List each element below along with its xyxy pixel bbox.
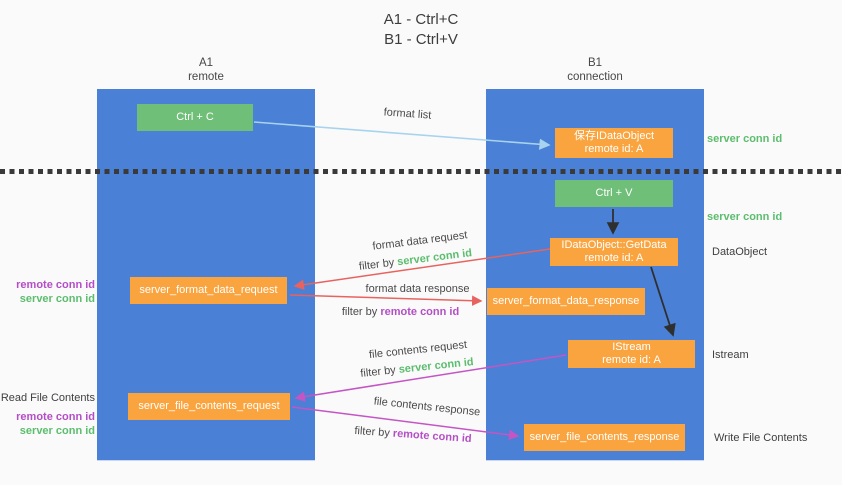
node-server-format-data-request-label: server_format_data_request: [139, 284, 278, 296]
annotation-istream: Istream: [712, 349, 749, 361]
annotation-server-conn-id-file: server conn id: [19, 425, 95, 437]
node-server-file-contents-request-label: server_file_contents_request: [138, 400, 280, 412]
node-istream-line2: remote id: A: [602, 354, 661, 366]
edge-label-file-contents-response-filter: filter by remote conn id: [333, 423, 493, 446]
node-server-file-contents-response-label: server_file_contents_response: [529, 431, 680, 443]
annotation-server-conn-id-format: server conn id: [19, 293, 95, 305]
annotation-server-conn-id-top: server conn id: [707, 133, 783, 145]
lane-left-header: A1 remote: [97, 56, 315, 84]
node-idataobject-getdata-line1: IDataObject::GetData: [561, 239, 667, 251]
edge-label-format-data-response-filter: filter by remote conn id: [333, 306, 468, 318]
lane-left-name: A1: [198, 57, 214, 69]
filter-by-text: filter by: [354, 424, 394, 440]
lane-left-role: remote: [188, 71, 224, 83]
diagram-title: A1 - Ctrl+C B1 - Ctrl+V: [0, 10, 842, 50]
server-conn-id-key: server conn id: [398, 356, 475, 376]
annotation-remote-conn-id-format: remote conn id: [16, 279, 95, 291]
node-ctrl-c-label: Ctrl + C: [176, 111, 214, 123]
diagram-title-line1: A1 - Ctrl+C: [383, 11, 459, 28]
edge-label-format-data-response: format data response: [365, 283, 470, 295]
filter-by-text: filter by: [359, 363, 400, 380]
annotation-dataobject: DataObject: [712, 246, 768, 258]
node-save-idataobject: 保存IDataObject remote id: A: [555, 128, 673, 158]
node-idataobject-getdata-line2: remote id: A: [584, 252, 644, 264]
node-server-format-data-response-label: server_format_data_response: [492, 295, 640, 307]
filter-by-text: filter by: [341, 306, 381, 318]
node-server-file-contents-request: server_file_contents_request: [128, 393, 290, 420]
edge-label-file-contents-response: file contents response: [373, 395, 481, 419]
diagram-title-line2: B1 - Ctrl+V: [384, 31, 458, 48]
annotation-server-conn-id-mid: server conn id: [707, 211, 783, 223]
node-save-idataobject-line2: remote id: A: [584, 143, 644, 155]
node-server-format-data-request: server_format_data_request: [130, 277, 287, 304]
edge-label-format-list: format list: [383, 106, 432, 122]
node-save-idataobject-line1: 保存IDataObject: [573, 130, 655, 142]
node-istream: IStream remote id: A: [568, 340, 695, 368]
lane-right-name: B1: [587, 57, 603, 69]
remote-conn-id-key: remote conn id: [380, 306, 460, 318]
node-server-file-contents-response: server_file_contents_response: [524, 424, 685, 451]
node-istream-line1: IStream: [612, 341, 651, 353]
server-conn-id-key: server conn id: [396, 247, 473, 269]
filter-by-text: filter by: [358, 256, 399, 273]
lane-right-header: B1 connection: [486, 56, 704, 84]
remote-conn-id-key: remote conn id: [392, 427, 472, 446]
node-server-format-data-response: server_format_data_response: [487, 288, 645, 315]
annotation-read-file-contents: Read File Contents: [0, 392, 95, 404]
annotation-remote-conn-id-file: remote conn id: [16, 411, 95, 423]
machine-boundary-dotted-line: [0, 169, 842, 174]
arrow-format-data-response: [289, 294, 483, 306]
annotation-write-file-contents: Write File Contents: [714, 432, 808, 444]
node-ctrl-c: Ctrl + C: [137, 104, 253, 131]
node-ctrl-v: Ctrl + V: [555, 180, 673, 207]
lane-right-role: connection: [567, 71, 623, 83]
node-ctrl-v-label: Ctrl + V: [595, 187, 633, 199]
node-idataobject-getdata: IDataObject::GetData remote id: A: [550, 238, 678, 266]
